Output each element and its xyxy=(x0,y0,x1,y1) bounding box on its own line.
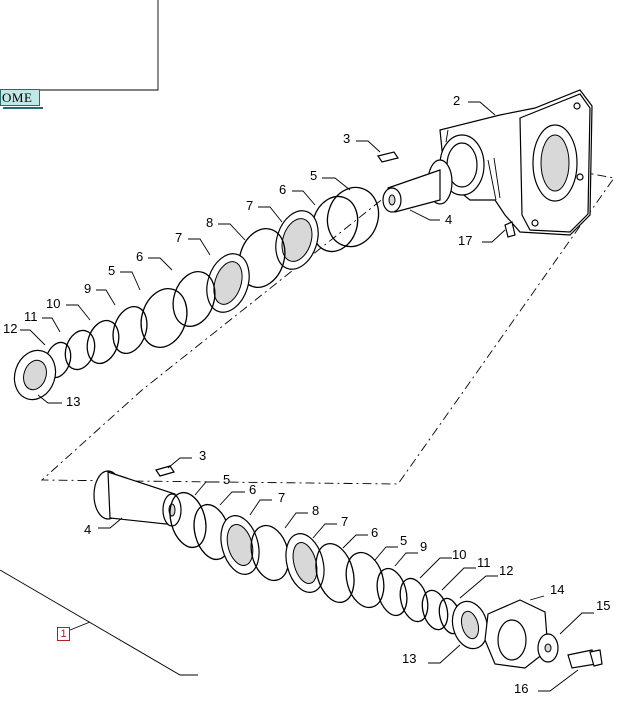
frame-border xyxy=(0,0,159,91)
rings-upper xyxy=(13,186,380,401)
rings-lower xyxy=(169,491,489,650)
reference-link-1[interactable]: 1 xyxy=(57,627,70,641)
callout-5: 5 xyxy=(108,263,115,278)
shaft-axis-dashed xyxy=(40,167,615,485)
callout-17: 17 xyxy=(458,233,472,248)
callout-15: 15 xyxy=(596,598,610,613)
callout-11: 11 xyxy=(24,309,38,324)
callout-7: 7 xyxy=(278,490,285,505)
gear-shaft-lower xyxy=(93,470,182,527)
callout-9: 9 xyxy=(84,281,91,296)
callout-10: 10 xyxy=(46,296,60,311)
washer-15 xyxy=(537,633,559,663)
callout-8: 8 xyxy=(206,215,213,230)
callout-3: 3 xyxy=(199,448,206,463)
gearbox-housing xyxy=(439,89,593,236)
callout-5: 5 xyxy=(400,533,407,548)
callout-labels: 2 3 5 6 7 8 7 6 5 9 10 11 12 13 4 17 3 5… xyxy=(3,93,610,696)
callout-6: 6 xyxy=(279,182,286,197)
callout-7: 7 xyxy=(175,230,182,245)
callout-13: 13 xyxy=(402,651,416,666)
callout-7: 7 xyxy=(341,514,348,529)
gear-shaft-upper xyxy=(382,159,453,213)
callout-6: 6 xyxy=(136,249,143,264)
key-lower xyxy=(155,465,175,477)
callout-12: 12 xyxy=(499,563,513,578)
callout-14: 14 xyxy=(550,582,564,597)
callout-3: 3 xyxy=(343,131,350,146)
flange-14 xyxy=(484,599,549,669)
callout-9: 9 xyxy=(420,539,427,554)
frame-diagonal xyxy=(0,569,198,676)
callout-6: 6 xyxy=(371,525,378,540)
bolt-16 xyxy=(567,649,603,669)
key-upper xyxy=(377,151,399,163)
callout-5: 5 xyxy=(223,472,230,487)
callout-7: 7 xyxy=(246,198,253,213)
callout-4: 4 xyxy=(445,212,452,227)
callout-12: 12 xyxy=(3,321,17,336)
callout-2: 2 xyxy=(453,93,460,108)
callout-5: 5 xyxy=(310,168,317,183)
callout-8: 8 xyxy=(312,503,319,518)
callout-4: 4 xyxy=(84,522,91,537)
callout-6: 6 xyxy=(249,482,256,497)
bolt-17 xyxy=(504,221,516,238)
callout-16: 16 xyxy=(514,681,528,696)
callout-11: 11 xyxy=(477,555,491,570)
leader-lines xyxy=(20,101,594,692)
callout-13: 13 xyxy=(66,394,80,409)
home-button[interactable]: OME xyxy=(0,89,43,109)
callout-10: 10 xyxy=(452,547,466,562)
